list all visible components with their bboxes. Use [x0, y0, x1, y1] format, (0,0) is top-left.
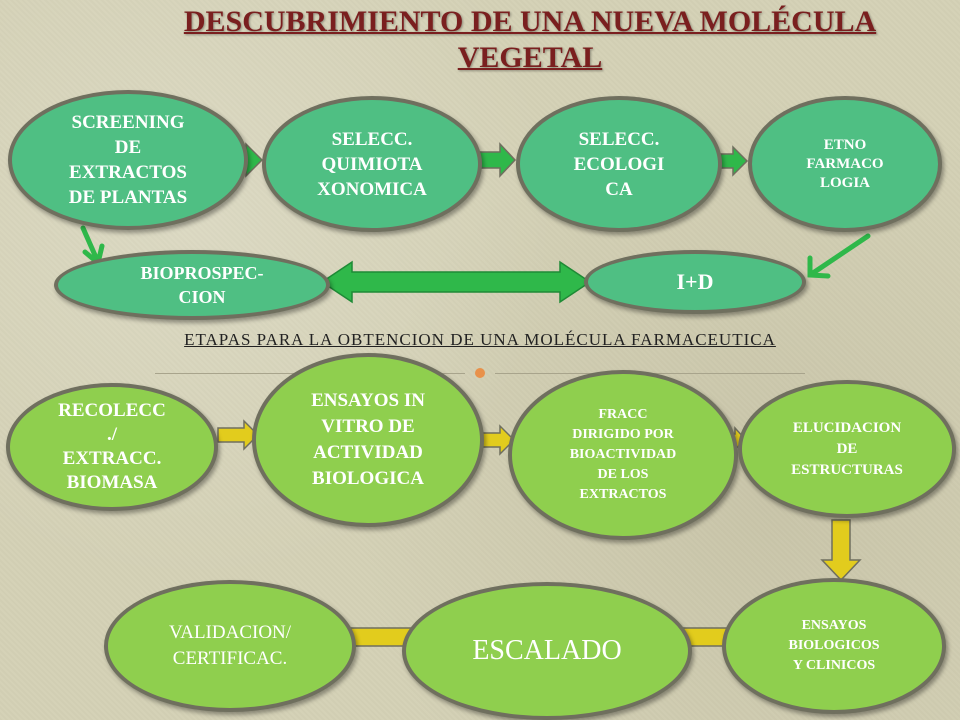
node-etnofarmacologia: ETNO FARMACO LOGIA: [748, 96, 942, 232]
node-validacion-certificacion: VALIDACION/ CERTIFICAC.: [104, 580, 356, 712]
arrow-etnofarmacologia-to-id: [807, 233, 871, 279]
arrow-quimiotaxonomica-to-ecologica: [477, 142, 517, 178]
arrow-ecologica-to-etnofarmacologia: [717, 145, 749, 177]
arrow-elucidacion-to-ensayos-clinicos: [820, 519, 862, 582]
node-bioprospeccion: BIOPROSPEC- CION: [54, 250, 330, 320]
section-subtitle: ETAPAS PARA LA OBTENCION DE UNA MOLÉCULA…: [184, 330, 776, 349]
double-arrow-bioprospeccion-id: [320, 260, 592, 304]
node-seleccion-quimiotaxonomica: SELECC. QUIMIOTA XONOMICA: [262, 96, 482, 232]
arrow-screening-to-bioprospeccion: [80, 225, 105, 268]
node-ensayos-biologicos-clinicos: ENSAYOS BIOLOGICOS Y CLINICOS: [722, 578, 946, 714]
arrow-recoleccion-to-ensayos-in-vitro: [217, 419, 260, 451]
slide-title-line-1: DESCUBRIMIENTO DE UNA NUEVA MOLÉCULA: [183, 5, 877, 38]
node-seleccion-ecologica: SELECC. ECOLOGI CA: [516, 96, 722, 232]
node-i-mas-d: I+D: [584, 250, 806, 314]
node-ensayos-in-vitro: ENSAYOS IN VITRO DE ACTIVIDAD BIOLOGICA: [252, 353, 484, 527]
slide-title-line-2: VEGETAL: [457, 41, 603, 74]
node-recoleccion-extraccion: RECOLECC ./ EXTRACC. BIOMASA: [6, 383, 218, 511]
node-escalado: ESCALADO: [402, 582, 692, 720]
node-elucidacion-estructuras: ELUCIDACION DE ESTRUCTURAS: [738, 380, 956, 518]
divider-dot: [475, 368, 485, 378]
slide-title: DESCUBRIMIENTO DE UNA NUEVA MOLÉCULA VEG…: [150, 4, 910, 76]
node-fraccionamiento-dirigido: FRACC DIRIGIDO POR BIOACTIVIDAD DE LOS E…: [508, 370, 738, 540]
node-screening-extractos: SCREENING DE EXTRACTOS DE PLANTAS: [8, 90, 248, 230]
